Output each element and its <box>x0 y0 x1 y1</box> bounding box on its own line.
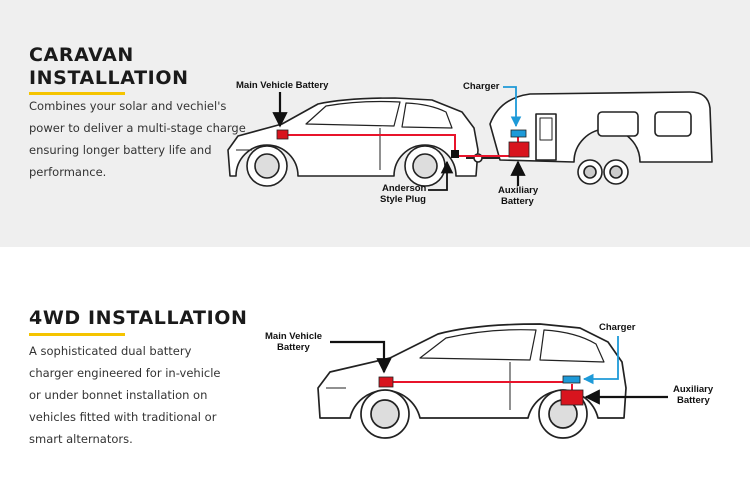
main-vehicle-battery-bottom <box>378 376 394 388</box>
main-vehicle-battery-label-bottom-line2: Battery <box>277 342 310 353</box>
caravan-diagram: Main Vehicle Battery Charger Anderson St… <box>227 80 713 207</box>
car-illustration-bottom <box>317 323 627 439</box>
4wd-accent-bar <box>29 333 125 336</box>
4wd-description: A sophisticated dual battery charger eng… <box>29 344 221 446</box>
main-vehicle-battery-label-bottom-line1: Main Vehicle <box>265 331 322 342</box>
auxiliary-label-bottom-line1: Auxiliary <box>673 384 714 395</box>
anderson-plug <box>451 150 459 158</box>
4wd-wiring <box>378 375 584 406</box>
4wd-diagram: Main Vehicle Battery Charger Auxiliary B… <box>265 322 714 439</box>
auxiliary-battery-bottom <box>560 389 584 406</box>
charger-label-top: Charger <box>463 81 500 92</box>
charger-top <box>510 129 527 138</box>
auxiliary-battery-top <box>508 141 530 158</box>
car-illustration-top <box>227 97 479 187</box>
caravan-wiring <box>276 129 530 158</box>
4wd-callouts <box>330 336 668 405</box>
caravan-installation-title: CARAVAN INSTALLATION <box>29 44 229 90</box>
caravan-callouts <box>272 86 526 191</box>
anderson-label-line1: Anderson <box>382 183 427 194</box>
caravan-title-line2: INSTALLATION <box>29 67 189 89</box>
caravan-description: Combines your solar and vechiel's power … <box>29 99 246 179</box>
caravan-accent-bar <box>29 92 125 95</box>
caravan-title-line1: CARAVAN <box>29 44 134 66</box>
main-vehicle-battery-top <box>276 129 289 140</box>
auxiliary-label-top-line1: Auxiliary <box>498 185 539 196</box>
main-vehicle-battery-label: Main Vehicle Battery <box>236 80 329 91</box>
auxiliary-label-bottom-line2: Battery <box>677 395 710 406</box>
charger-bottom <box>562 375 581 384</box>
auxiliary-label-top-line2: Battery <box>501 196 534 207</box>
anderson-label-line2: Style Plug <box>380 194 426 205</box>
charger-label-bottom: Charger <box>599 322 636 333</box>
4wd-installation-title: 4WD INSTALLATION <box>29 307 248 329</box>
caravan-illustration <box>466 91 713 185</box>
